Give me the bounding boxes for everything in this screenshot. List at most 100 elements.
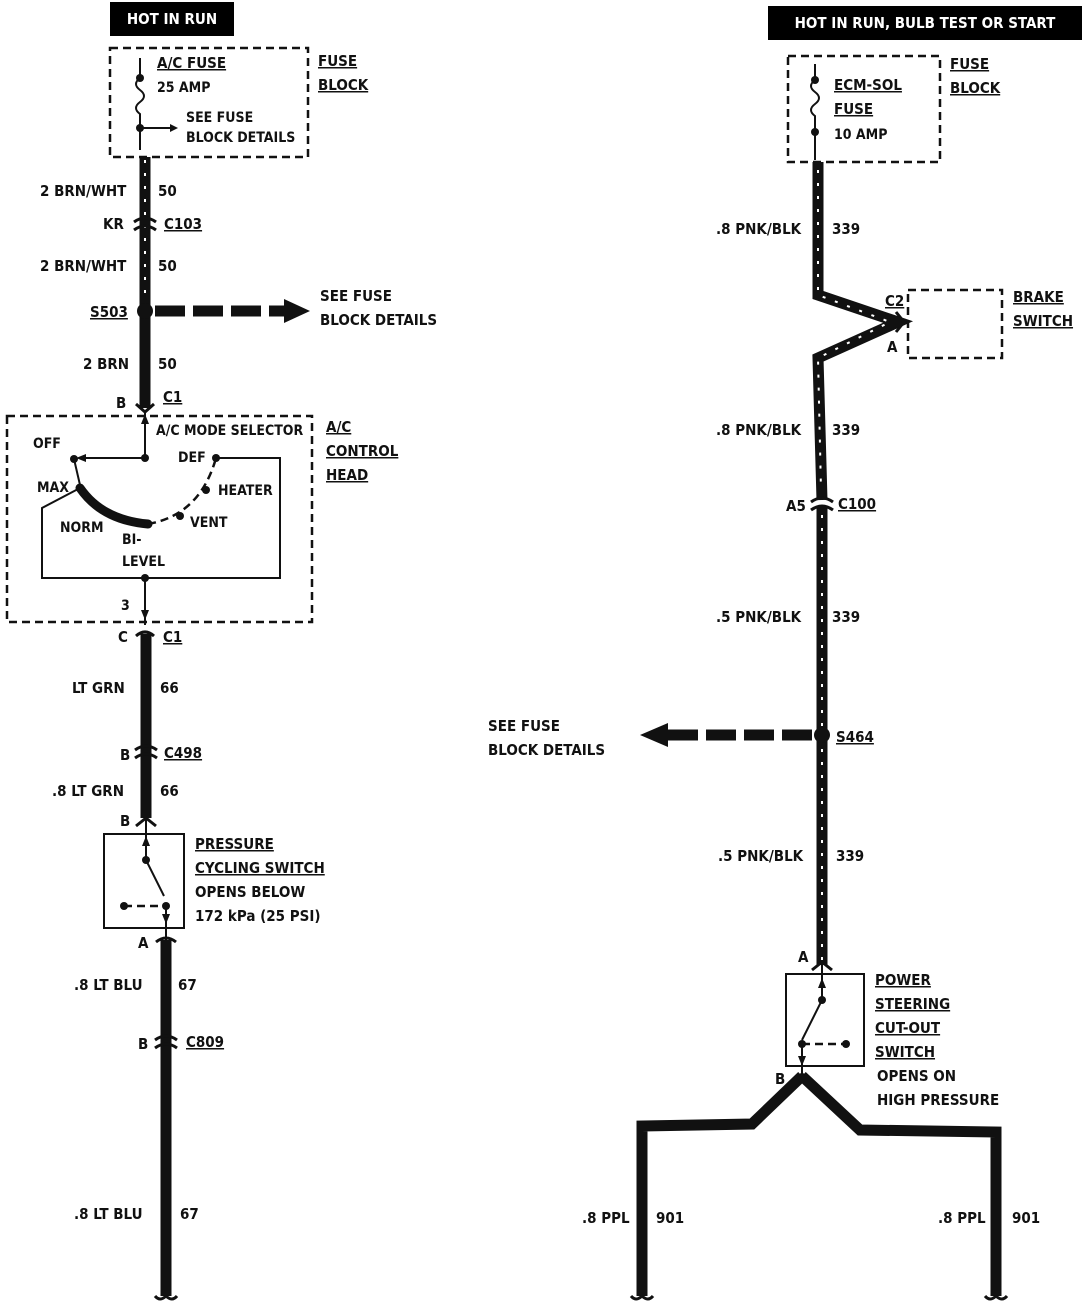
right-fuse-name-2: FUSE [834, 100, 873, 118]
right-wire-901-left [636, 1072, 806, 1296]
left-wire-circuit-4: 66 [160, 679, 179, 697]
left-pos-off: OFF [33, 436, 61, 452]
left-c1-top-id: C1 [163, 388, 182, 406]
left-pos-def: DEF [178, 450, 206, 466]
left-head-output-dot [141, 574, 149, 582]
left-c809-id: C809 [186, 1033, 224, 1051]
left-switch-pin-top: B [120, 812, 130, 830]
right-switch-pin-bottom: B [775, 1070, 785, 1088]
left-wire-circuit-6: 67 [178, 976, 197, 994]
left-wire-label-1: 2 BRN/WHT [40, 182, 127, 200]
left-c1-bottom-id: C1 [163, 628, 182, 646]
right-wire-circuit-4: 339 [836, 847, 864, 865]
left-pos-vent: VENT [190, 515, 228, 531]
right-fuse-block-outline [786, 54, 942, 164]
left-header-box [110, 2, 234, 36]
right-wire-339-upper [812, 162, 914, 501]
left-head-pin-3: 3 [121, 598, 130, 614]
left-pos-max: MAX [37, 480, 69, 496]
left-pos-vent-dot [176, 512, 184, 520]
left-pos-norm: NORM [60, 520, 103, 536]
right-wire-break-left [629, 1293, 655, 1301]
right-brake-label-2: SWITCH [1013, 312, 1073, 330]
right-brake-connector: C2 [885, 292, 904, 310]
left-c103-female [133, 224, 157, 232]
left-pos-bilevel-dot [144, 520, 152, 528]
right-switch-bottom-arrow [798, 1056, 806, 1066]
right-wire-label-3: .5 PNK/BLK [716, 608, 802, 626]
left-fuse-block-label-2: BLOCK [318, 76, 369, 94]
right-switch-pin-top: A [798, 948, 809, 966]
right-switch-top-conn [811, 960, 833, 972]
right-circuit: HOT IN RUN, BULB TEST OR START ECM-SOL F… [488, 6, 1082, 1301]
left-wire-label-4: LT GRN [72, 679, 125, 697]
left-wire-label-6: .8 LT BLU [74, 976, 143, 994]
left-wire-label-5: .8 LT GRN [52, 782, 124, 800]
left-switch-desc-2: 172 kPa (25 PSI) [195, 907, 321, 925]
right-fuse-symbol [810, 64, 820, 160]
left-off-link [73, 458, 81, 486]
left-wire-circuit-5: 66 [160, 782, 179, 800]
left-pressure-switch-box [103, 833, 185, 929]
right-wire-circuit-5: 901 [656, 1209, 684, 1227]
right-splice-id: S464 [836, 728, 874, 746]
right-wire-label-2: .8 PNK/BLK [716, 421, 802, 439]
left-switch-desc-1: OPENS BELOW [195, 883, 305, 901]
left-wire-label-2: 2 BRN/WHT [40, 257, 127, 275]
left-selector-arrowhead [141, 414, 149, 424]
right-switch-open-contact [842, 1040, 850, 1048]
left-control-head-label-2: CONTROL [326, 442, 399, 460]
left-fuse-name: A/C FUSE [157, 54, 226, 72]
left-c103-male [133, 216, 157, 224]
right-wire-circuit-1: 339 [832, 220, 860, 238]
left-control-head-outline [5, 414, 314, 624]
right-splice-note-2: BLOCK DETAILS [488, 741, 605, 759]
left-switch-name-1: PRESSURE [195, 835, 274, 853]
right-wire-circuit-2: 339 [832, 421, 860, 439]
right-wire-label-5: .8 PPL [582, 1209, 630, 1227]
right-wire-label-6: .8 PPL [938, 1209, 986, 1227]
right-splice-note-1: SEE FUSE [488, 717, 560, 735]
left-splice-id: S503 [90, 303, 128, 321]
left-wire-label-3: 2 BRN [83, 355, 129, 373]
left-wire-circuit-7: 67 [180, 1205, 199, 1223]
right-wire-break-right [983, 1293, 1009, 1301]
left-switch-top-arrow [142, 836, 150, 846]
left-switch-name-2: CYCLING SWITCH [195, 859, 325, 877]
right-switch-desc-2: HIGH PRESSURE [877, 1091, 999, 1109]
left-c103-pin: KR [103, 215, 124, 233]
left-fuse-details-arrowhead [170, 124, 178, 132]
left-splice-arrowhead [284, 299, 310, 323]
right-brake-label-1: BRAKE [1013, 288, 1064, 306]
right-fuse-name-1: ECM-SOL [834, 76, 902, 94]
left-fuse-see-details-2: BLOCK DETAILS [186, 130, 295, 146]
left-pos-bilevel-2: LEVEL [122, 554, 165, 570]
left-switch-pin-bottom: A [138, 934, 149, 952]
right-brake-pin: A [887, 338, 898, 356]
left-splice-note-2: BLOCK DETAILS [320, 311, 437, 329]
left-pos-heater: HEATER [218, 483, 273, 499]
left-switch-bottom-conn [155, 936, 177, 944]
left-switch-blade [145, 859, 165, 897]
left-c498-id: C498 [164, 744, 202, 762]
left-c498-male [134, 744, 158, 752]
left-active-arc [75, 483, 153, 529]
right-switch-name-3: CUT-OUT [875, 1019, 941, 1037]
right-fuse-block-label-2: BLOCK [950, 79, 1001, 97]
left-c809-male [154, 1034, 178, 1042]
left-selector-label: A/C MODE SELECTOR [156, 423, 304, 439]
left-fuse-rating: 25 AMP [157, 80, 210, 96]
left-control-head-label-3: HEAD [326, 466, 368, 484]
right-header-box [768, 6, 1082, 40]
left-splice-s503 [137, 303, 153, 319]
left-selector-wiper-arrow [76, 454, 86, 462]
right-fuse-terminal-top [811, 76, 819, 84]
left-wire-circuit-1: 50 [158, 182, 177, 200]
left-fuse-block-label-1: FUSE [318, 52, 357, 70]
right-wire-339-upper-stripe [816, 170, 893, 491]
left-pos-heater-dot [202, 486, 210, 494]
right-fuse-block-label-1: FUSE [950, 55, 989, 73]
left-head-output-arrow [141, 610, 149, 620]
right-brake-switch-outline [906, 288, 1004, 360]
